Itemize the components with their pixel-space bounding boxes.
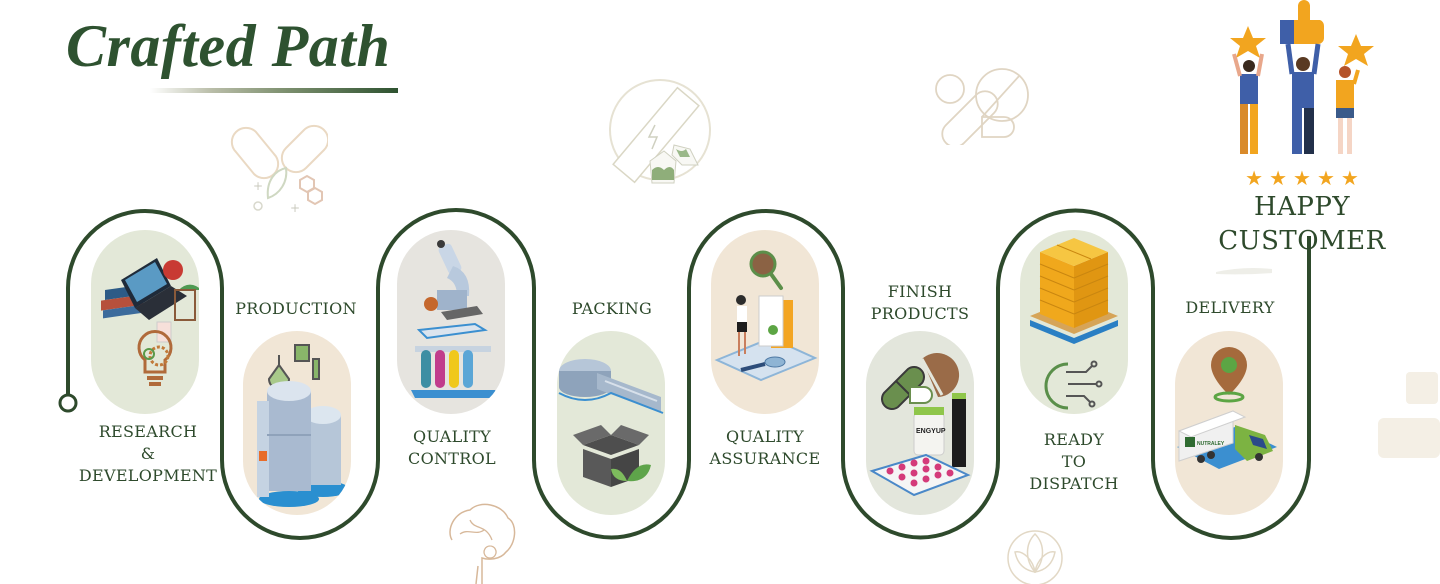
microscope-test-tubes-icon	[411, 240, 499, 398]
step-quality-control-illustration	[397, 230, 505, 414]
brush-stroke-decoration	[1216, 268, 1272, 275]
svg-text:+: +	[253, 179, 263, 193]
step-label-production: PRODUCTION	[235, 299, 357, 318]
page-title: Crafted Path	[66, 13, 391, 79]
beige-block-large	[1378, 418, 1440, 458]
step-label-packing: PACKING	[571, 299, 653, 318]
flask-silo-machine-icon	[257, 344, 349, 507]
step-label-finish-products: FINISH PRODUCTS	[870, 282, 970, 323]
rating-stars: ★ ★ ★ ★ ★	[1245, 168, 1359, 188]
location-pin-truck-icon: NUTRALEY	[1177, 347, 1277, 469]
step-label-research: RESEARCH & DEVELOPMENT	[78, 422, 218, 485]
step-packing-illustration	[557, 331, 665, 515]
title-underline	[150, 88, 398, 93]
step-research-illustration	[91, 230, 199, 414]
step-delivery-illustration: NUTRALEY	[1175, 331, 1283, 515]
step-production-illustration	[243, 331, 351, 515]
packing-machine-box-leaf-icon	[558, 359, 664, 487]
happy-customer-label: HAPPY CUSTOMER	[1218, 192, 1386, 256]
pallet-boxes-globe-circuit-icon	[1030, 238, 1118, 410]
star-icon: ★	[1316, 166, 1335, 190]
people-holding-stars-thumbs-up-icon	[1230, 0, 1374, 154]
star-icon: ★	[1340, 166, 1359, 190]
star-icon: ★	[1245, 166, 1264, 190]
beige-block-small	[1406, 372, 1438, 404]
svg-text:NUTRALEY: NUTRALEY	[1197, 441, 1225, 447]
capsule-leaf-molecule-icon: + +	[230, 124, 328, 215]
step-finish-products-illustration: ENGYUP	[866, 331, 974, 515]
step-label-delivery: DELIVERY	[1185, 298, 1275, 317]
star-icon: ★	[1269, 166, 1288, 190]
path-start-node	[58, 393, 78, 413]
step-quality-assurance-illustration	[711, 230, 819, 414]
star-icon: ★	[1293, 166, 1311, 190]
svg-text:+: +	[290, 201, 300, 215]
energy-bar-icon	[609, 79, 711, 184]
step-label-quality-assurance: QUALITY ASSURANCE	[709, 427, 821, 468]
herbal-leaf-cross-icon	[1007, 530, 1063, 584]
capsule-bottle-blister-icon: ENGYUP	[869, 353, 971, 497]
pills-outline-icon	[935, 68, 1029, 145]
svg-text:ENGYUP: ENGYUP	[916, 428, 946, 435]
step-ready-to-dispatch-illustration	[1020, 230, 1128, 414]
laptop-books-lightbulb-gear-icon	[101, 258, 199, 386]
step-label-ready-to-dispatch: READY TO DISPATCH	[1029, 430, 1119, 493]
brain-outline-icon	[449, 503, 516, 584]
magnifier-inspector-document-icon	[714, 250, 818, 382]
step-label-quality-control: QUALITY CONTROL	[408, 427, 496, 468]
